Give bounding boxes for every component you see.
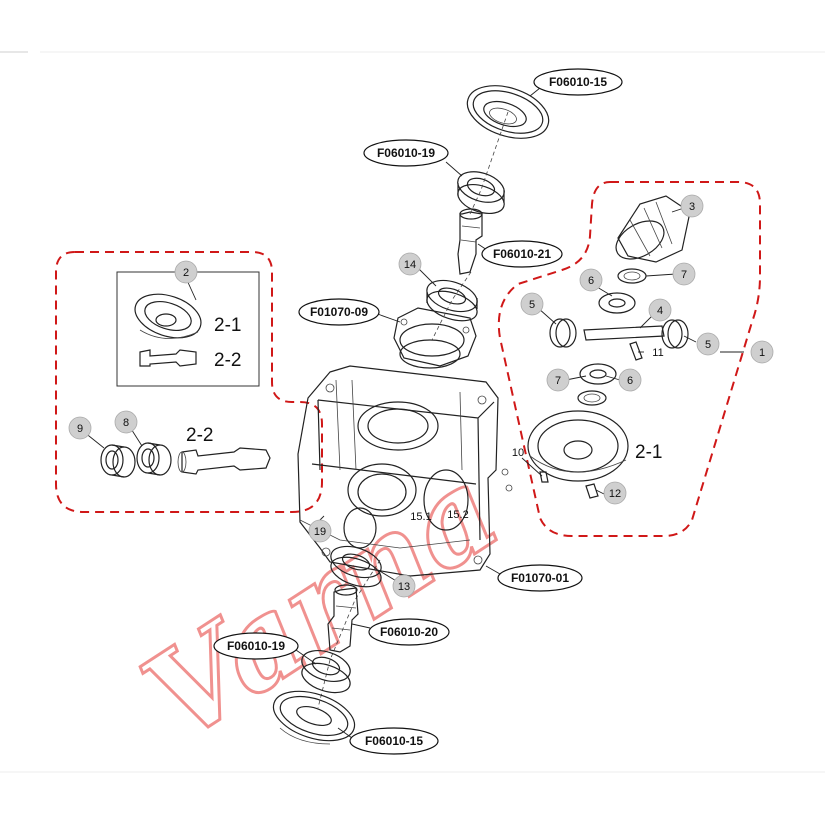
label-15-1[interactable]: 15.1 bbox=[410, 511, 431, 523]
callout-top-bearing-cover[interactable]: F06010-15 bbox=[533, 68, 623, 96]
label-15-2[interactable]: 15.2 bbox=[447, 509, 468, 521]
box-gear-part bbox=[134, 293, 202, 339]
top-bearing-cover bbox=[466, 85, 550, 139]
svg-text:12: 12 bbox=[609, 488, 621, 500]
svg-text:6: 6 bbox=[588, 275, 594, 287]
svg-text:5: 5 bbox=[705, 339, 711, 351]
label-10[interactable]: 10 bbox=[512, 447, 524, 459]
svg-text:F06010-19: F06010-19 bbox=[377, 146, 435, 160]
box-shaft-part bbox=[139, 349, 197, 367]
watermark-text: Varna bbox=[120, 439, 522, 769]
svg-text:7: 7 bbox=[681, 269, 687, 281]
callout-bottom-bearing[interactable]: F06010-19 bbox=[213, 632, 299, 660]
badge-4[interactable]: 4 bbox=[648, 298, 672, 322]
badge-8[interactable]: 8 bbox=[114, 410, 138, 434]
spacer-6-bottom bbox=[579, 363, 617, 385]
badge-19[interactable]: 19 bbox=[308, 519, 332, 543]
svg-text:6: 6 bbox=[627, 375, 633, 387]
pin-11 bbox=[629, 341, 643, 361]
svg-text:4: 4 bbox=[657, 305, 663, 317]
top-seal-14 bbox=[426, 279, 478, 322]
svg-text:3: 3 bbox=[689, 201, 695, 213]
svg-text:14: 14 bbox=[404, 259, 416, 271]
svg-text:8: 8 bbox=[123, 417, 129, 429]
svg-text:1: 1 bbox=[759, 347, 765, 359]
badge-5-left[interactable]: 5 bbox=[520, 292, 544, 316]
label-box-shaft-2-2: 2-2 bbox=[214, 350, 241, 371]
badge-13[interactable]: 13 bbox=[392, 574, 416, 598]
ring-gear-2-1 bbox=[527, 410, 629, 482]
left-shaft-part bbox=[177, 447, 271, 475]
callout-top-flange[interactable]: F01070-09 bbox=[298, 298, 380, 326]
svg-text:F06010-21: F06010-21 bbox=[493, 247, 551, 261]
top-axis-line bbox=[431, 111, 509, 341]
bearing-8 bbox=[136, 442, 172, 476]
badge-2[interactable]: 2 bbox=[174, 260, 198, 284]
label-box-gear-2-1: 2-1 bbox=[214, 315, 241, 336]
left-group-outline bbox=[55, 251, 323, 513]
svg-text:F06010-20: F06010-20 bbox=[380, 625, 438, 639]
svg-text:5: 5 bbox=[529, 299, 535, 311]
label-ring-gear-2-1: 2-1 bbox=[635, 442, 662, 463]
svg-text:F06010-19: F06010-19 bbox=[227, 639, 285, 653]
badge-12[interactable]: 12 bbox=[603, 481, 627, 505]
svg-text:F01070-01: F01070-01 bbox=[511, 571, 569, 585]
svg-text:7: 7 bbox=[555, 375, 561, 387]
badge-14[interactable]: 14 bbox=[398, 252, 422, 276]
badge-5-right[interactable]: 5 bbox=[696, 332, 720, 356]
badge-7-bottom[interactable]: 7 bbox=[546, 368, 570, 392]
svg-text:13: 13 bbox=[398, 581, 410, 593]
badge-3[interactable]: 3 bbox=[680, 194, 704, 218]
badge-7-top[interactable]: 7 bbox=[672, 262, 696, 286]
callout-top-shaft[interactable]: F06010-21 bbox=[481, 240, 563, 268]
callout-bottom-bearing-cover[interactable]: F06010-15 bbox=[349, 727, 439, 755]
svg-text:2: 2 bbox=[183, 267, 189, 279]
gearbox-housing bbox=[297, 365, 513, 577]
svg-text:F01070-09: F01070-09 bbox=[310, 305, 368, 319]
callout-bottom-shaft[interactable]: F06010-20 bbox=[368, 618, 450, 646]
bearing-9 bbox=[100, 444, 136, 478]
svg-text:F06010-15: F06010-15 bbox=[365, 734, 423, 748]
svg-text:F06010-15: F06010-15 bbox=[549, 75, 607, 89]
callout-top-bearing[interactable]: F06010-19 bbox=[363, 139, 449, 167]
spacer-6-top bbox=[598, 292, 636, 314]
bottom-bearing-cover bbox=[272, 690, 356, 745]
badge-6-top[interactable]: 6 bbox=[579, 268, 603, 292]
bottom-axis-line bbox=[317, 559, 381, 709]
diff-case-3 bbox=[615, 195, 691, 263]
callout-housing[interactable]: F01070-01 bbox=[497, 564, 583, 592]
svg-text:19: 19 bbox=[314, 526, 326, 538]
pinion-shaft-4 bbox=[583, 325, 665, 341]
label-11[interactable]: 11 bbox=[652, 347, 663, 359]
badge-1[interactable]: 1 bbox=[750, 340, 774, 364]
badge-6-bottom[interactable]: 6 bbox=[618, 368, 642, 392]
spider-gear-5-right bbox=[661, 319, 689, 349]
top-shaft bbox=[457, 208, 483, 275]
washer-7-top bbox=[617, 268, 647, 284]
svg-text:9: 9 bbox=[77, 423, 83, 435]
bottom-shaft bbox=[327, 584, 359, 653]
bolt-12 bbox=[585, 483, 599, 499]
spider-gear-5-left bbox=[549, 318, 577, 348]
label-left-shaft-2-2: 2-2 bbox=[186, 425, 213, 446]
badge-9[interactable]: 9 bbox=[68, 416, 92, 440]
right-group-outline bbox=[497, 181, 761, 537]
washer-7-bottom bbox=[577, 390, 607, 406]
bottom-seal-13 bbox=[330, 545, 382, 588]
top-flange bbox=[393, 307, 477, 369]
bolt-10 bbox=[539, 471, 549, 483]
